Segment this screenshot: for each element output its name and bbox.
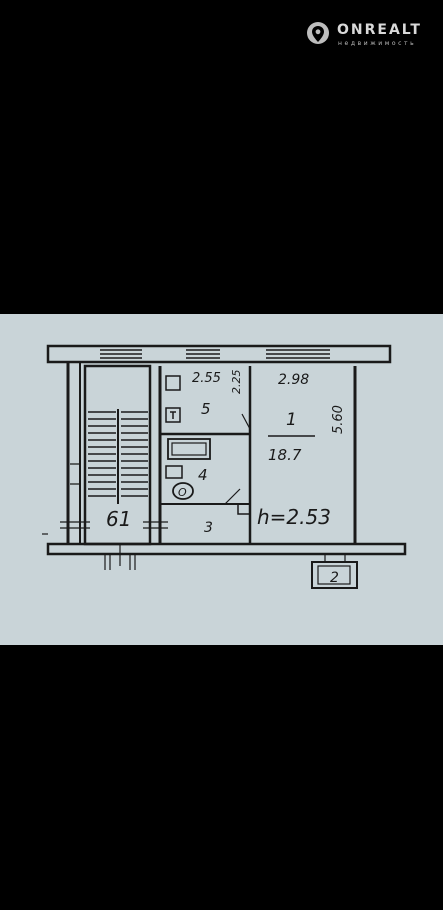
room-5-number: 5 [201, 400, 211, 418]
dim-room1-width: 2.98 [278, 372, 309, 388]
ceiling-height: h=2.53 [257, 505, 331, 529]
room-1-number: 1 [286, 410, 297, 430]
dim-room5-width: 2.55 [192, 371, 221, 386]
room-3-number: 3 [204, 520, 213, 536]
dim-room1-length: 5.60 [331, 405, 346, 434]
floor-plan: 2.55 2.25 2.98 5.60 5 1 18.7 4 3 2 h=2.5… [0, 314, 443, 645]
room-4-number: 4 [198, 466, 208, 484]
dim-room5-length: 2.25 [230, 370, 243, 395]
room-2-number: 2 [330, 570, 339, 586]
brand-logo: ONREALT недвижимость [305, 21, 437, 51]
toilet-mark: O [178, 486, 187, 499]
room-1-area: 18.7 [268, 446, 302, 464]
stair-label: 61 [106, 507, 131, 531]
floor-plan-drawing: 2.55 2.25 2.98 5.60 5 1 18.7 4 3 2 h=2.5… [42, 344, 407, 589]
brand-subtitle: недвижимость [338, 40, 417, 47]
location-pin-icon [307, 22, 329, 44]
brand-name: ONREALT [337, 22, 422, 38]
